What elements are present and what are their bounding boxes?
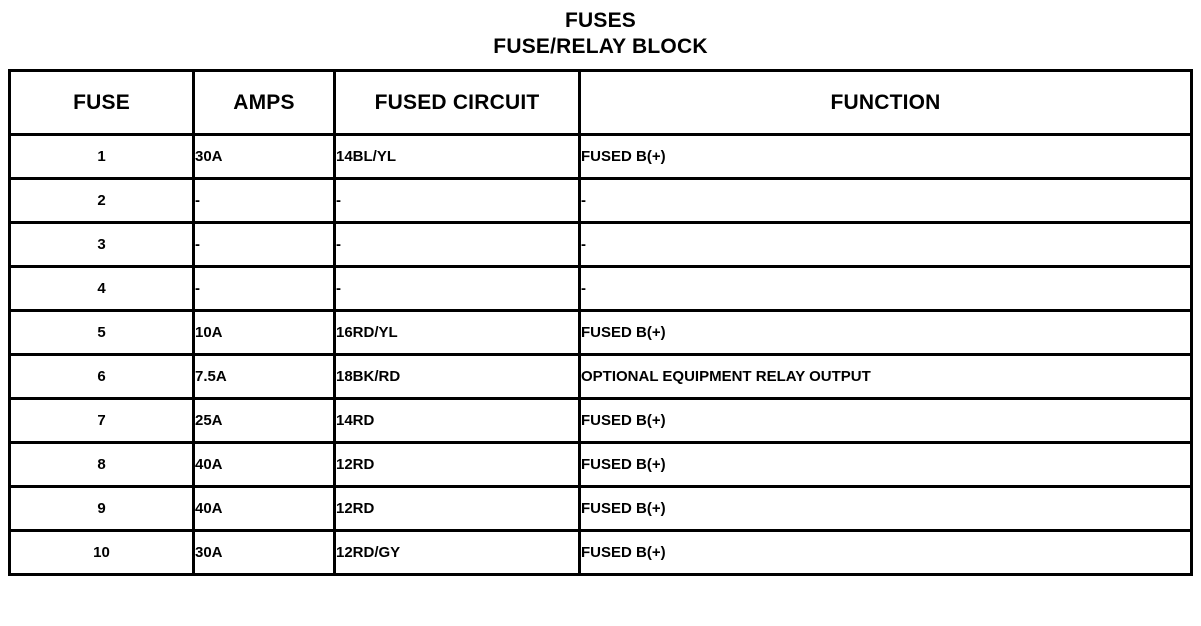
cell-function-description: - xyxy=(578,265,1193,312)
cell-function-description: FUSED B(+) xyxy=(578,133,1193,180)
table-header: FUSE AMPS FUSED CIRCUIT FUNCTION xyxy=(8,69,1193,136)
cell-fused-circuit: 12RD xyxy=(333,485,581,532)
cell-function-description: FUSED B(+) xyxy=(578,485,1193,532)
cell-amps-rating: 7.5A xyxy=(192,353,336,400)
cell-fuse-number: 3 xyxy=(8,221,195,268)
cell-function-description: FUSED B(+) xyxy=(578,309,1193,356)
title-line-secondary: FUSE/RELAY BLOCK xyxy=(493,35,708,58)
cell-amps-rating: - xyxy=(192,177,336,224)
cell-amps-rating: 40A xyxy=(192,441,336,488)
cell-fuse-number: 5 xyxy=(8,309,195,356)
cell-function-description: FUSED B(+) xyxy=(578,397,1193,444)
column-header-amps: AMPS xyxy=(192,69,336,136)
cell-fused-circuit: 12RD xyxy=(333,441,581,488)
cell-amps-rating: 25A xyxy=(192,397,336,444)
cell-fuse-number: 6 xyxy=(8,353,195,400)
table-row: 4--- xyxy=(8,265,1193,312)
cell-fuse-number: 8 xyxy=(8,441,195,488)
table-header-row: FUSE AMPS FUSED CIRCUIT FUNCTION xyxy=(8,69,1193,136)
table-row: 3--- xyxy=(8,221,1193,268)
cell-function-description: FUSED B(+) xyxy=(578,529,1193,576)
cell-fused-circuit: - xyxy=(333,265,581,312)
document-title: FUSES FUSE/RELAY BLOCK xyxy=(0,8,1201,60)
column-header-fuse: FUSE xyxy=(8,69,195,136)
cell-amps-rating: - xyxy=(192,221,336,268)
cell-fused-circuit: 14RD xyxy=(333,397,581,444)
cell-fuse-number: 7 xyxy=(8,397,195,444)
cell-amps-rating: 30A xyxy=(192,133,336,180)
cell-function-description: OPTIONAL EQUIPMENT RELAY OUTPUT xyxy=(578,353,1193,400)
cell-fuse-number: 4 xyxy=(8,265,195,312)
cell-function-description: - xyxy=(578,221,1193,268)
cell-amps-rating: 40A xyxy=(192,485,336,532)
cell-function-description: FUSED B(+) xyxy=(578,441,1193,488)
cell-fused-circuit: 18BK/RD xyxy=(333,353,581,400)
cell-fused-circuit: 16RD/YL xyxy=(333,309,581,356)
title-line-primary: FUSES xyxy=(564,9,636,32)
cell-fuse-number: 10 xyxy=(8,529,195,576)
cell-fuse-number: 2 xyxy=(8,177,195,224)
cell-fused-circuit: - xyxy=(333,221,581,268)
cell-fused-circuit: 14BL/YL xyxy=(333,133,581,180)
column-header-fused-circuit: FUSED CIRCUIT xyxy=(333,69,581,136)
cell-fuse-number: 9 xyxy=(8,485,195,532)
cell-fuse-number: 1 xyxy=(8,133,195,180)
cell-amps-rating: 10A xyxy=(192,309,336,356)
cell-function-description: - xyxy=(578,177,1193,224)
table-row: 2--- xyxy=(8,177,1193,224)
cell-amps-rating: - xyxy=(192,265,336,312)
column-header-function: FUNCTION xyxy=(578,69,1193,136)
cell-fused-circuit: - xyxy=(333,177,581,224)
cell-fused-circuit: 12RD/GY xyxy=(333,529,581,576)
cell-amps-rating: 30A xyxy=(192,529,336,576)
